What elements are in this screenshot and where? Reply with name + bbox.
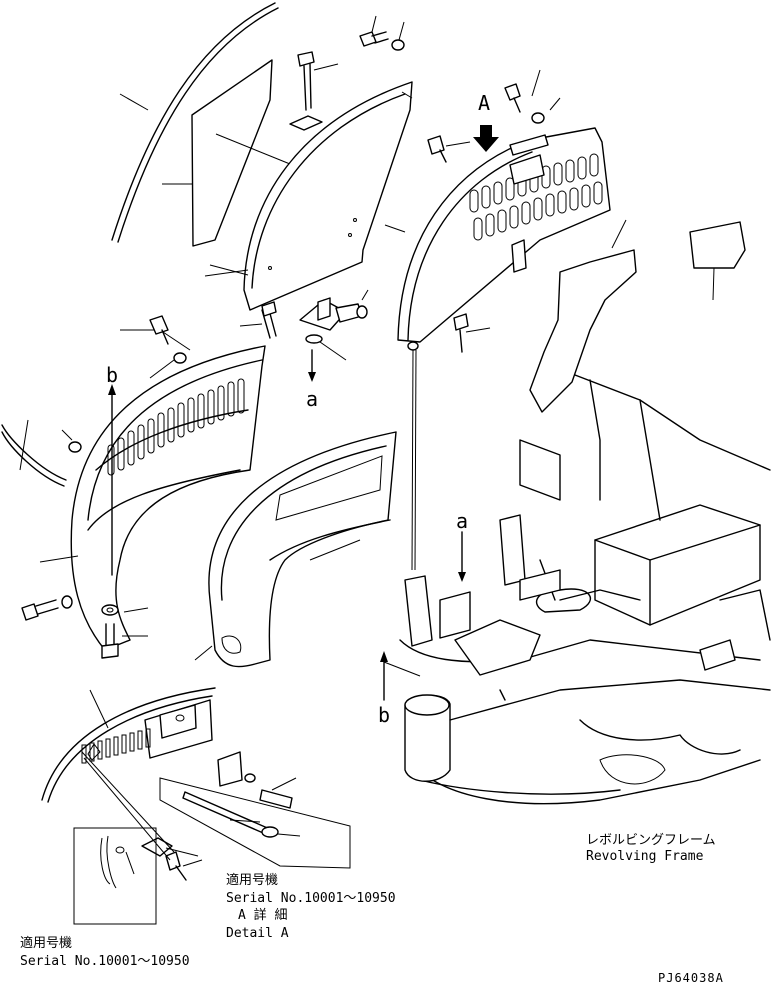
detail-a-serial: Serial No.10001～10950: [226, 891, 396, 906]
bolts-lower-left: [21, 555, 149, 659]
label-a-right: a: [456, 509, 468, 533]
side-cover-upper: [204, 81, 413, 311]
label-b-right: b: [378, 703, 390, 727]
detail-a-title-jp: A 詳 細: [238, 907, 287, 923]
detail-a-title-en: Detail A: [226, 926, 289, 941]
side-door-right: [384, 127, 611, 343]
insulation-pad-right: [529, 219, 746, 413]
side-strip-left: [1, 419, 67, 487]
view-arrow-a: [473, 125, 499, 152]
grille-slots-left: [107, 378, 245, 476]
inset-serial: Serial No.10001～10950: [20, 954, 190, 969]
bracket-centre: [239, 289, 369, 382]
revolving-frame: [399, 374, 771, 805]
detail-a-slots: [81, 728, 151, 764]
bolt-top-a: [289, 51, 339, 131]
arrow-b-left: [108, 384, 116, 576]
detail-a: [41, 687, 351, 925]
label-b-left: b: [106, 363, 118, 387]
bolt-left-upper: [61, 315, 187, 453]
front-cover-left: [70, 329, 266, 651]
door-hardware: [407, 69, 561, 571]
arrow-b-right: [380, 651, 421, 701]
arrow-a-right: [458, 531, 466, 582]
insulation-pad-left: [162, 59, 326, 247]
detail-a-applicable: 適用号機: [226, 872, 278, 888]
trim-strip: [111, 2, 279, 243]
revolving-frame-jp: レボルビングフレーム: [586, 833, 716, 848]
bolt-top-b: [359, 15, 405, 51]
inset-applicable: 適用号機: [20, 935, 72, 951]
label-view-a: A: [478, 91, 490, 115]
revolving-frame-en: Revolving Frame: [586, 849, 704, 864]
lower-cover-centre: [194, 431, 397, 668]
label-a-left: a: [306, 387, 318, 411]
drawing-code: PJ64038A: [658, 971, 724, 985]
